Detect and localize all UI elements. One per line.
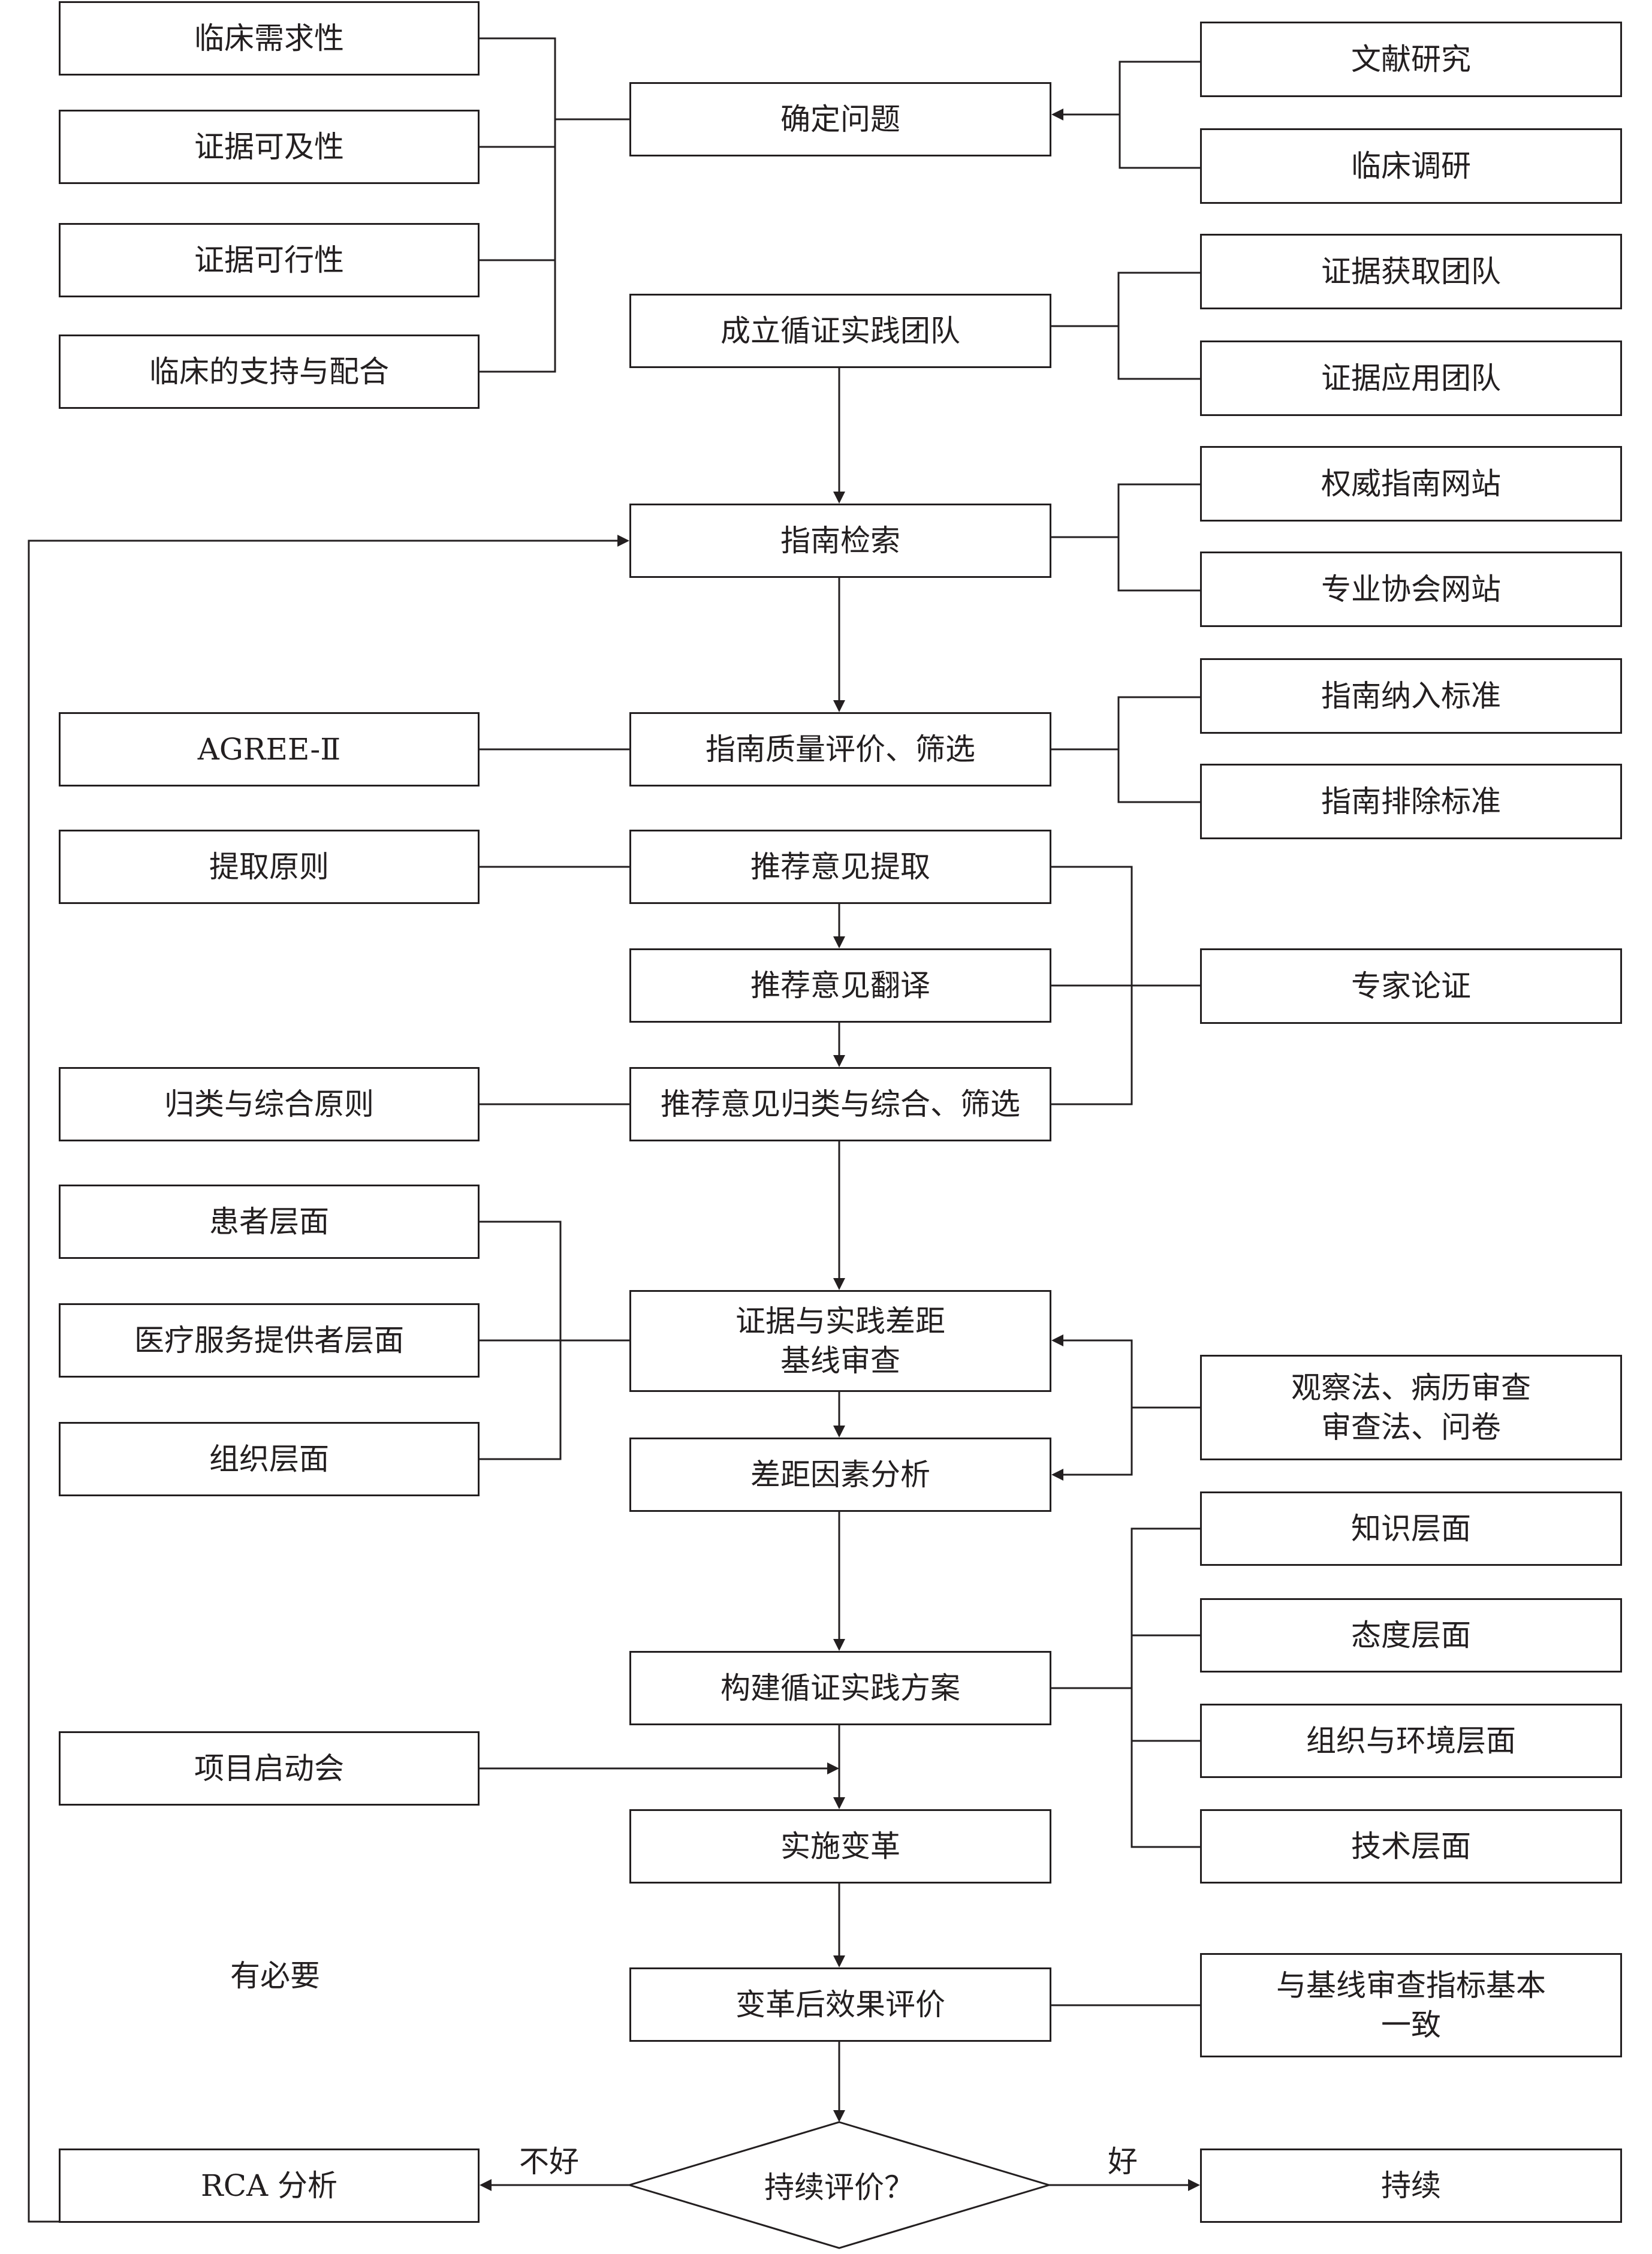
provider-level-box: 医疗服务提供者层面	[59, 1303, 480, 1378]
knowledge-level-box: 知识层面	[1200, 1491, 1622, 1566]
extraction-principle-box: 提取原则	[59, 830, 480, 904]
arrow-head	[833, 700, 845, 712]
recommendation-extraction-box: 推荐意见提取	[629, 830, 1051, 904]
necessary-label: 有必要	[230, 1958, 320, 1993]
recommendation-translation-box: 推荐意见翻译	[629, 948, 1051, 1023]
technology-level-box: 技术层面	[1200, 1809, 1622, 1884]
connector-line	[1117, 696, 1200, 803]
connector-line	[1117, 483, 1200, 592]
arrow-head	[1051, 1334, 1063, 1346]
good-label: 好	[1108, 2144, 1138, 2179]
connector-line	[1131, 1527, 1200, 1848]
audit-methods-box: 观察法、病历审查 审查法、问卷	[1200, 1355, 1622, 1460]
org-environment-level-box: 组织与环境层面	[1200, 1704, 1622, 1778]
quality-evaluation-box: 指南质量评价、筛选	[629, 712, 1051, 787]
connector-line	[1119, 61, 1200, 169]
classification-principle-box: 归类与综合原则	[59, 1067, 480, 1141]
organization-level-box: 组织层面	[59, 1422, 480, 1496]
kickoff-meeting-box: 项目启动会	[59, 1731, 480, 1806]
connector-line	[480, 37, 556, 373]
connector-line	[1117, 272, 1200, 380]
arrow-head	[833, 1278, 845, 1290]
baseline-audit-box: 证据与实践差距 基线审查	[629, 1290, 1051, 1392]
patient-level-box: 患者层面	[59, 1185, 480, 1259]
arrow-head	[1051, 109, 1063, 120]
arrow-head	[833, 1055, 845, 1067]
clinical-need-box: 临床需求性	[59, 1, 480, 76]
authority-sites-box: 权威指南网站	[1200, 446, 1622, 522]
connector-line	[1062, 1339, 1133, 1476]
arrow-head	[833, 492, 845, 504]
clinical-survey-box: 临床调研	[1200, 128, 1622, 204]
evidence-accessibility-box: 证据可及性	[59, 110, 480, 184]
gap-analysis-box: 差距因素分析	[629, 1438, 1051, 1512]
arrow-head	[833, 1639, 845, 1651]
connector-line	[28, 540, 617, 2223]
arrow-head	[833, 936, 845, 948]
evidence-team-box: 证据获取团队	[1200, 234, 1622, 309]
arrow-head	[1188, 2179, 1200, 2191]
arrow-head	[480, 2179, 492, 2191]
implement-change-box: 实施变革	[629, 1809, 1051, 1884]
define-problem-box: 确定问题	[629, 82, 1051, 156]
arrow-head	[833, 2110, 845, 2122]
clinical-support-box: 临床的支持与配合	[59, 335, 480, 409]
sustain-box: 持续	[1200, 2148, 1622, 2223]
arrow-head	[833, 1797, 845, 1809]
decision-diamond	[626, 2121, 1053, 2249]
inclusion-criteria-box: 指南纳入标准	[1200, 658, 1622, 734]
arrow-head	[827, 1762, 839, 1774]
evidence-feasibility-box: 证据可行性	[59, 223, 480, 297]
literature-research-box: 文献研究	[1200, 22, 1622, 97]
recommendation-classification-box: 推荐意见归类与综合、筛选	[629, 1067, 1051, 1141]
arrow-head	[833, 1955, 845, 1967]
guideline-search-box: 指南检索	[629, 504, 1051, 578]
exclusion-criteria-box: 指南排除标准	[1200, 764, 1622, 839]
arrow-head	[1051, 1469, 1063, 1481]
decision-label: 持续评价？	[764, 2170, 914, 2205]
rca-analysis-box: RCA 分析	[59, 2148, 480, 2223]
arrow-head	[617, 535, 629, 547]
build-plan-box: 构建循证实践方案	[629, 1651, 1051, 1725]
association-sites-box: 专业协会网站	[1200, 552, 1622, 627]
consistent-indicator-box: 与基线审查指标基本 一致	[1200, 1953, 1622, 2057]
agree-ii-box: AGREE-Ⅱ	[59, 712, 480, 787]
expert-review-box: 专家论证	[1200, 948, 1622, 1024]
arrow-head	[833, 1426, 845, 1438]
bad-label: 不好	[519, 2144, 579, 2179]
attitude-level-box: 态度层面	[1200, 1598, 1622, 1673]
post-change-evaluation-box: 变革后效果评价	[629, 1967, 1051, 2042]
establish-team-box: 成立循证实践团队	[629, 294, 1051, 368]
application-team-box: 证据应用团队	[1200, 340, 1622, 416]
